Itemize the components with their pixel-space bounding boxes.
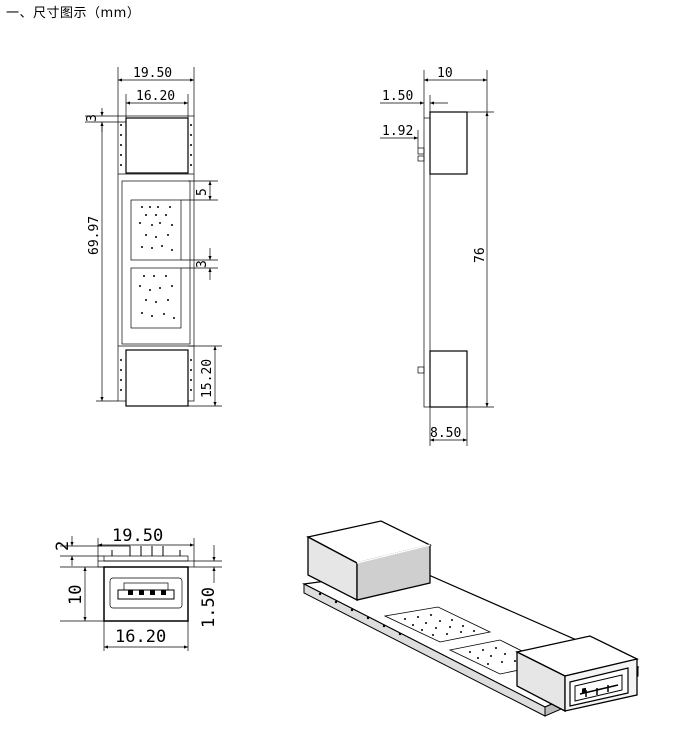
side-view-depth-label: 8.50 [430, 426, 461, 441]
front-view: 19.50 16.20 2 10 1.50 [53, 526, 222, 651]
iso-pad-upper [383, 606, 492, 643]
front-view-board [97, 560, 195, 568]
top-view-pad-upper [130, 199, 182, 261]
iso-usb-connector-front [515, 635, 639, 713]
front-view-width-outer-label: 19.50 [112, 526, 163, 546]
top-view-pad-gap-top-label: 5 [195, 188, 210, 196]
top-view-top-gap-label: 3 [85, 114, 100, 122]
isometric-view [302, 520, 640, 717]
front-view-height-label: 10 [66, 585, 86, 605]
top-view: 19.50 16.20 3 69.97 5 3 15.20 [85, 66, 222, 407]
top-view-width-outer-label: 19.50 [133, 66, 172, 81]
iso-usb-connector-back [306, 520, 432, 602]
side-view-connector-bottom [429, 350, 468, 408]
front-view-width-inner-label: 16.20 [115, 627, 166, 647]
side-view-pin-offset-label: 1.92 [382, 124, 413, 139]
top-view-usb-connector-bottom [125, 349, 189, 407]
side-view-connector-top [429, 111, 468, 175]
top-view-connector-length-label: 15.20 [200, 359, 215, 398]
top-view-pad-gap-mid-label: 3 [195, 260, 210, 268]
side-view: 10 1.50 1.92 76 8.50 [380, 66, 494, 446]
front-view-usb-connector [103, 566, 189, 622]
top-view-pad-lower [130, 267, 182, 329]
top-view-usb-connector-top [125, 117, 189, 174]
front-view-pin-height-label: 2 [53, 541, 73, 551]
side-view-height-label: 10 [437, 66, 453, 81]
side-view-board-offset-label: 1.50 [382, 89, 413, 104]
top-view-width-inner-label: 16.20 [136, 89, 175, 104]
front-view-board-thickness-label: 1.50 [199, 587, 219, 628]
side-view-board [423, 117, 431, 408]
top-view-length-label: 69.97 [87, 216, 102, 255]
side-view-length-label: 76 [473, 247, 488, 263]
section-title: 一、尺寸图示（mm） [6, 6, 141, 21]
